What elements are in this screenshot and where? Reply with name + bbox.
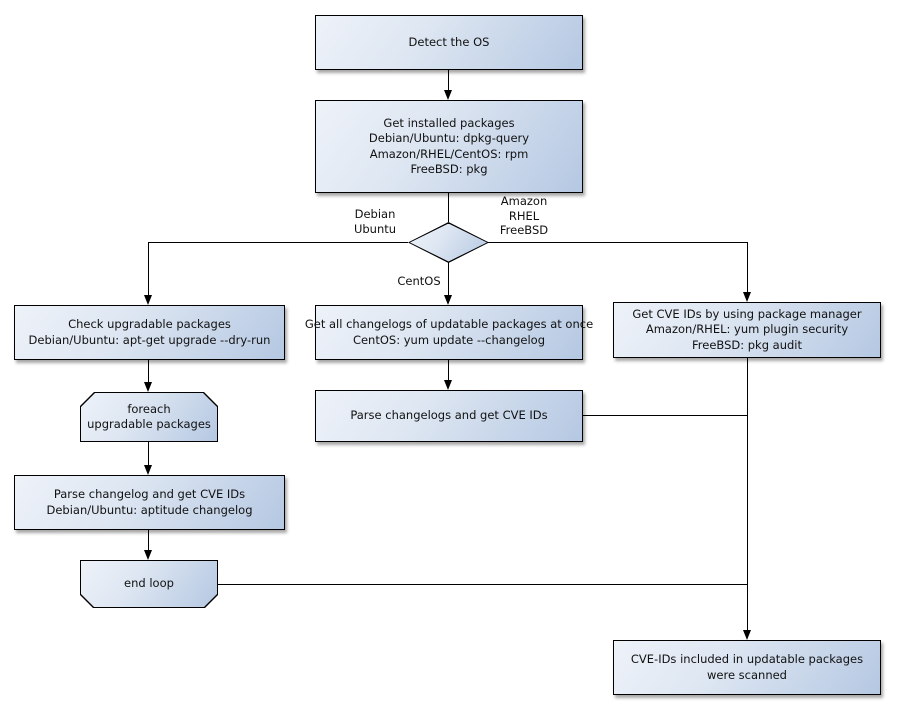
node-parse-changelog-line2: Debian/Ubuntu: aptitude changelog [46, 502, 253, 517]
edge-trunk-to-scanned-arrowhead-icon [743, 630, 751, 640]
node-get-installed-line4: FreeBSD: pkg [410, 162, 488, 176]
edge-foreach-to-parse-line [148, 442, 149, 466]
node-parse-changelogs-label: Parse changelogs and get CVE IDs [350, 408, 548, 423]
edge-changelogs-to-parse-arrowhead-icon [444, 380, 452, 390]
node-get-installed-line3: Amazon/RHEL/CentOS: rpm [369, 146, 529, 161]
edge-label-centos: CentOS [397, 274, 441, 288]
edge-foreach-to-parse-arrowhead-icon [144, 465, 152, 475]
edge-label-debian-ubuntu: Debian Ubuntu [330, 207, 420, 236]
edge-label-debian: Debian [354, 207, 396, 221]
decision-diamond-fill [410, 223, 487, 262]
node-check-upgradable-line2: Debian/Ubuntu: apt-get upgrade --dry-run [28, 332, 271, 347]
node-get-cve-ids-line1: Get CVE IDs by using package manager [632, 306, 862, 321]
node-get-all-changelogs-line2: CentOS: yum update --changelog [352, 332, 546, 347]
edge-parse-to-endloop-line [148, 530, 149, 551]
edge-install-to-decision-line [448, 193, 449, 222]
edge-changelogs-to-parse-line [448, 360, 449, 381]
edge-parse-to-endloop-arrowhead-icon [144, 550, 152, 560]
decision-diamond-os-branch [408, 222, 489, 263]
edge-endloop-to-trunk-line [218, 584, 748, 585]
node-parse-changelog-line1: Parse changelog and get CVE IDs [53, 487, 246, 501]
node-end-loop-label: end loop [124, 576, 174, 591]
node-cve-scanned-line1: CVE-IDs included in updatable packages [630, 652, 864, 666]
edge-detect-to-install-line [448, 70, 449, 91]
node-cve-scanned-line2: were scanned [706, 667, 787, 682]
node-get-installed-line2: Debian/Ubuntu: dpkg-query [368, 131, 530, 145]
edge-label-rhel: RHEL [508, 208, 540, 223]
edge-decision-centos-vline [448, 262, 449, 295]
node-check-upgradable-packages: Check upgradable packages Debian/Ubuntu:… [14, 305, 285, 360]
node-cve-ids-scanned: CVE-IDs included in updatable packages w… [613, 640, 881, 695]
edge-decision-right-vline [747, 242, 748, 292]
node-get-cve-ids-line2: Amazon/RHEL: yum plugin security [645, 322, 849, 337]
node-get-all-changelogs-line1: Get all changelogs of updatable packages… [304, 317, 594, 331]
node-get-installed-line1: Get installed packages [383, 115, 515, 130]
edge-decision-left-hline [149, 242, 408, 243]
node-end-loop-fill: end loop [81, 561, 217, 607]
edge-trunk-to-scanned-line [747, 358, 748, 630]
edge-decision-right-arrowhead-icon [743, 292, 751, 302]
node-get-installed-packages: Get installed packages Debian/Ubuntu: dp… [315, 100, 583, 193]
node-get-all-changelogs: Get all changelogs of updatable packages… [305, 305, 593, 360]
edge-decision-left-arrowhead-icon [144, 295, 152, 305]
edge-check-to-foreach-arrowhead-icon [144, 382, 152, 392]
edge-label-freebsd: FreeBSD [499, 223, 549, 237]
edge-label-ubuntu: Ubuntu [353, 221, 397, 236]
node-foreach-loop-start: foreach upgradable packages [80, 392, 218, 442]
node-check-upgradable-line1: Check upgradable packages [68, 317, 231, 331]
node-foreach-line2: upgradable packages [87, 417, 211, 431]
edge-detect-to-install-arrowhead-icon [444, 90, 452, 100]
node-foreach-fill: foreach upgradable packages [81, 393, 217, 441]
edge-decision-right-hline [488, 242, 747, 243]
edge-check-to-foreach-line [148, 360, 149, 383]
edge-parse-changelogs-to-trunk-line [583, 415, 748, 416]
node-get-cve-ids-line3: FreeBSD: pkg audit [691, 337, 803, 352]
node-detect-os: Detect the OS [315, 15, 583, 70]
node-parse-changelogs-get-cve-ids: Parse changelogs and get CVE IDs [315, 390, 583, 442]
node-parse-changelog-aptitude: Parse changelog and get CVE IDs Debian/U… [14, 475, 285, 530]
node-detect-os-label: Detect the OS [408, 34, 490, 49]
edge-decision-left-vline [148, 242, 149, 295]
node-get-cve-ids-package-manager: Get CVE IDs by using package manager Ama… [613, 302, 881, 358]
node-end-loop: end loop [80, 560, 218, 608]
edge-label-amazon: Amazon [500, 194, 548, 208]
node-foreach-line1: foreach [127, 401, 171, 416]
edge-decision-centos-arrowhead-icon [444, 295, 452, 305]
edge-label-amazon-rhel-freebsd: Amazon RHEL FreeBSD [479, 194, 569, 238]
